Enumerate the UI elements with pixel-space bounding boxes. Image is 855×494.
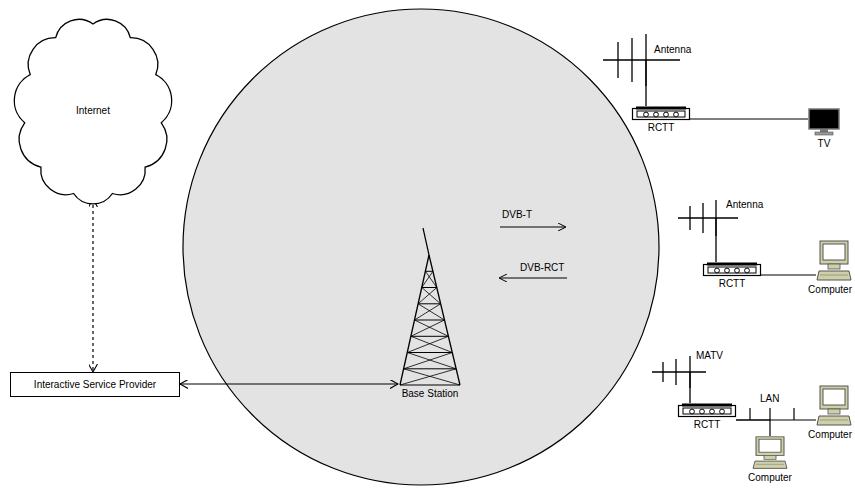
base-station-tower-shape xyxy=(398,228,462,386)
computer-icon-shape xyxy=(816,240,852,282)
node-label: Interactive Service Provider xyxy=(34,379,156,391)
connector xyxy=(92,199,93,372)
rctt-device: RCTT xyxy=(632,106,690,120)
tv-icon: TV xyxy=(808,108,840,136)
coverage-circle xyxy=(183,9,659,485)
lan-bus xyxy=(750,408,794,420)
computer-icon: Computer xyxy=(816,385,852,427)
node-label: RCTT xyxy=(694,419,721,431)
connector xyxy=(180,383,398,384)
node-label: RCTT xyxy=(648,122,675,134)
rctt-device-shape xyxy=(703,262,761,276)
text-label: Antenna xyxy=(726,199,763,211)
uplink-arrow xyxy=(500,277,567,278)
node-label: Internet xyxy=(76,105,110,117)
computer-icon-shape xyxy=(752,436,788,470)
tv-icon-shape xyxy=(808,108,840,136)
computer-icon-shape xyxy=(816,385,852,427)
text-label: DVB-T xyxy=(502,209,532,221)
connector xyxy=(736,420,770,436)
base-station-tower: Base Station xyxy=(398,228,462,386)
rctt-device-shape xyxy=(632,106,690,120)
provider-box: Interactive Service Provider xyxy=(10,372,180,397)
downlink-arrow xyxy=(500,226,565,227)
node-label: RCTT xyxy=(719,278,746,290)
internet-cloud: Internet xyxy=(8,8,178,213)
node-label: Computer xyxy=(808,284,852,296)
text-label: MATV xyxy=(696,350,723,362)
text-label: DVB-RCT xyxy=(520,262,564,274)
computer-icon: Computer xyxy=(816,240,852,282)
node-label: Base Station xyxy=(402,388,459,400)
node-label: TV xyxy=(818,138,831,150)
computer-icon: Computer xyxy=(752,436,788,470)
connector xyxy=(761,274,816,275)
text-label: Antenna xyxy=(654,44,691,56)
text-label: LAN xyxy=(760,393,779,405)
connector xyxy=(690,118,808,119)
antenna-symbol xyxy=(652,356,706,403)
node-label: Computer xyxy=(748,472,792,484)
rctt-device: RCTT xyxy=(678,403,736,417)
rctt-device: RCTT xyxy=(703,262,761,276)
node-label: Computer xyxy=(808,429,852,441)
rctt-device-shape xyxy=(678,403,736,417)
